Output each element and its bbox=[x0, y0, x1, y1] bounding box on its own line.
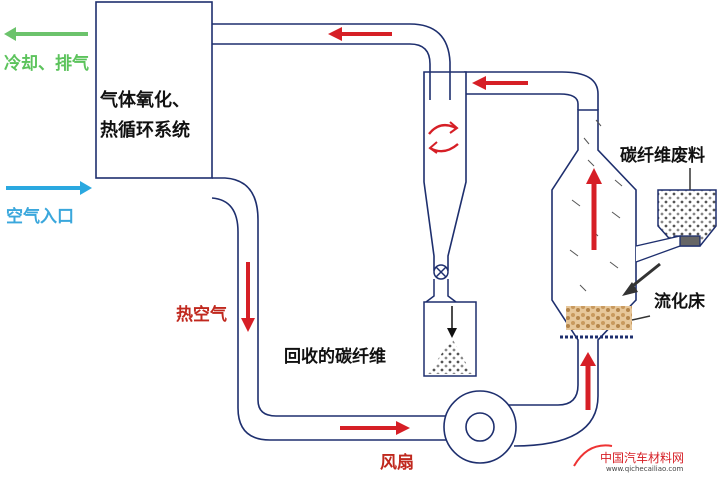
cyclone-separator bbox=[423, 71, 467, 271]
oxidation-system-box bbox=[95, 1, 213, 179]
oxidation-system-label: 气体氧化、 热循环系统 bbox=[100, 86, 215, 146]
air-inlet-label: 空气入口 bbox=[6, 207, 74, 227]
watermark-site-url: www.qichecailiao.com bbox=[606, 465, 684, 473]
valve-pipe bbox=[425, 279, 457, 303]
feed-arrowhead bbox=[622, 282, 638, 296]
flow-arrows bbox=[241, 27, 602, 435]
bin-drop-arrowhead bbox=[447, 328, 457, 338]
swirl-icon bbox=[428, 121, 459, 154]
inlet-arrowhead bbox=[80, 181, 92, 195]
oxidation-line-2: 热循环系统 bbox=[100, 120, 190, 141]
feed-arrow-line bbox=[629, 262, 661, 290]
oxidation-line-1: 气体氧化、 bbox=[100, 90, 190, 111]
feed-chute bbox=[635, 235, 681, 263]
exhaust-arrowhead bbox=[4, 27, 16, 41]
hot-air-pipe bbox=[211, 177, 448, 441]
fluid-bed-granules bbox=[566, 306, 632, 330]
fiber-pile bbox=[428, 338, 472, 374]
fluid-bed-label: 流化床 bbox=[654, 292, 705, 312]
fiber-fragments bbox=[569, 119, 623, 292]
fan-label: 风扇 bbox=[380, 453, 414, 473]
fan-housing bbox=[443, 360, 599, 464]
hot-air-label: 热空气 bbox=[176, 305, 227, 325]
top-pipe bbox=[212, 23, 451, 72]
return-pipe bbox=[464, 71, 599, 110]
watermark-site-name: 中国汽车材料网 bbox=[600, 451, 685, 465]
cf-waste-label: 碳纤维废料 bbox=[620, 146, 705, 166]
cool-exhaust-label: 冷却、排气 bbox=[4, 54, 89, 74]
fluid-bed-pointer bbox=[631, 315, 651, 321]
watermark-logo bbox=[573, 444, 613, 467]
recovered-fiber-label: 回收的碳纤维 bbox=[284, 347, 386, 367]
rotary-valve bbox=[433, 264, 449, 280]
